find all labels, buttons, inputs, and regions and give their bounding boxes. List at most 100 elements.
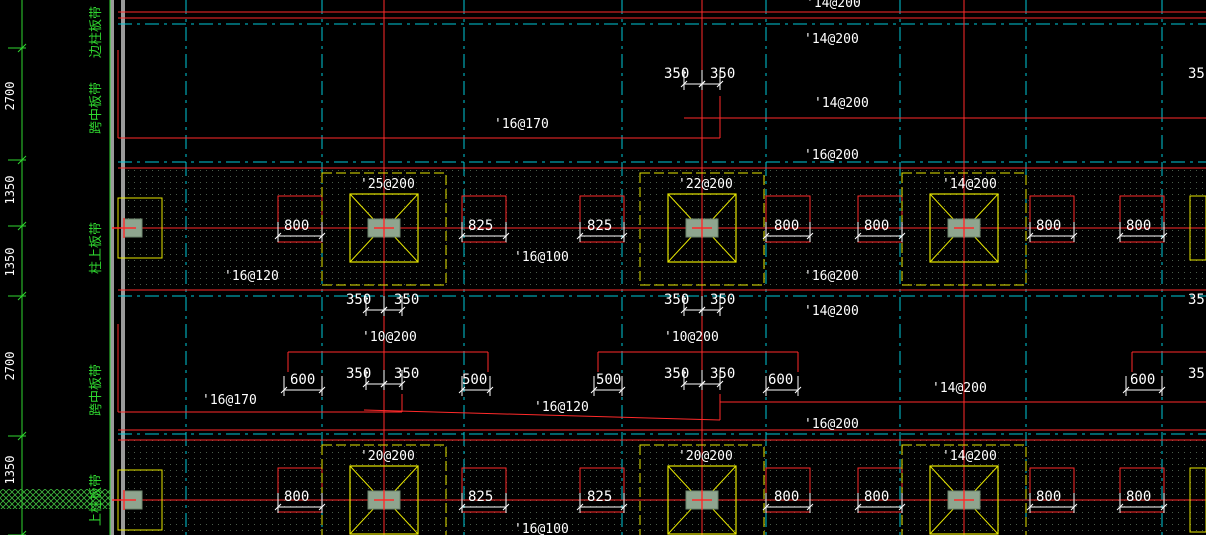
dimension-tick [806,503,814,511]
callout-col1-c: '16@200 [804,269,859,284]
cap-diagonal [971,505,999,535]
dimension-tick [398,380,406,388]
cap-diagonal [391,465,419,495]
cap-diagonal [929,505,957,535]
vdim-1: 2700 [3,82,17,111]
rebar-extension [1029,467,1075,513]
callout-col1-b: '16@100 [514,250,569,265]
cap-diagonal [929,465,957,495]
vdim-tick [21,530,27,535]
dimension-tick [680,306,688,314]
dim-350: 350 [394,292,419,308]
cap-diagonal [709,233,737,263]
dim-800: 800 [864,489,889,505]
dimension-tick [698,380,706,388]
rebar-extension [461,195,507,243]
dimension-tick [716,380,724,388]
strip-labels: 边柱板带 跨中板带 柱上板带 跨中板带 上柱板带 [89,6,104,526]
column-cap-outline [667,193,737,263]
dimension-tick [1026,232,1034,240]
dim-350: 350 [710,292,735,308]
dimension-tick [458,232,466,240]
dimension-tick [1158,386,1166,394]
dimension-tick [318,386,326,394]
dimension-tick [380,306,388,314]
dim-800: 800 [284,489,309,505]
rebar-extension [765,467,811,513]
callout-cap-25: '25@200 [360,177,415,192]
dim-800: 800 [1036,218,1061,234]
cap-diagonal [971,465,999,495]
callout-top-b: '14@200 [804,32,859,47]
cap-diagonal [391,505,419,535]
dimension-labels: 350 350 35 800 825 825 800 800 800 800 3… [284,66,1205,505]
dimension-tick [362,380,370,388]
callout-mid2-c: '16@170 [202,393,257,408]
callout-cap-20a: '20@200 [360,449,415,464]
dimension-tick [318,232,326,240]
callout-cap-14b: '14@200 [942,449,997,464]
dimension-tick [502,503,510,511]
left-frame [0,0,125,535]
dim-350: 350 [346,366,371,382]
rebar-line [363,409,721,421]
dimension-tick [1026,503,1034,511]
callout-col1-d: '14@200 [804,304,859,319]
dim-800: 800 [1126,218,1151,234]
vdim-5: 1350 [3,456,17,485]
dim-500: 500 [462,372,487,388]
dim-350: 350 [394,366,419,382]
dimension-tick [620,232,628,240]
vdim-2: 1350 [3,176,17,205]
dimension-tick [680,80,688,88]
dimension-tick [576,232,584,240]
axis-grid-lines [118,0,1206,535]
rebar-extension [1119,195,1165,243]
dimension-tick [716,80,724,88]
dim-350: 350 [664,292,689,308]
edge-cap-outline [1189,195,1206,261]
callout-mid2-f: '16@200 [804,417,859,432]
dimension-tick [1116,503,1124,511]
callout-bot-a: '16@100 [514,522,569,535]
callout-mid2-d: '16@120 [534,400,589,415]
dim-600: 600 [768,372,793,388]
cap-diagonal [667,233,695,263]
dimension-tick [398,306,406,314]
dimension-tick [1070,232,1078,240]
dim-825: 825 [587,218,612,234]
dimension-tick [898,503,906,511]
callout-col1-a: '16@120 [224,269,279,284]
strip-label-edge: 边柱板带 [89,6,104,58]
cap-diagonal [667,505,695,535]
dim-800: 800 [864,218,889,234]
edge-cap-outline [1189,467,1206,533]
vdim-tick [17,155,27,165]
dim-600: 600 [290,372,315,388]
cap-diagonal [709,465,737,495]
dimension-tick [794,386,802,394]
callout-mid1-a: '16@170 [494,117,549,132]
dimension-tick [1116,232,1124,240]
cap-diagonal [349,193,377,223]
dimension-tick [380,380,388,388]
column-caps [112,172,1206,535]
callout-mid2-e: '14@200 [932,381,987,396]
vdim-tick [17,431,27,441]
dimension-tick [1160,503,1168,511]
rebar-extension [579,467,625,513]
cap-diagonal [971,233,999,263]
dimension-tick [1122,386,1130,394]
dim-35: 35 [1188,366,1205,382]
dim-350: 350 [710,366,735,382]
callout-mid2-a: '10@200 [362,330,417,345]
cap-diagonal [391,193,419,223]
dimension-tick [854,503,862,511]
strip-label-column-1: 柱上板带 [89,222,104,274]
rebar-extension [461,467,507,513]
cap-diagonal [709,505,737,535]
callout-top-a: '14@200 [806,0,861,11]
callout-mid2-b: '10@200 [664,330,719,345]
vdim-tick [17,43,27,53]
